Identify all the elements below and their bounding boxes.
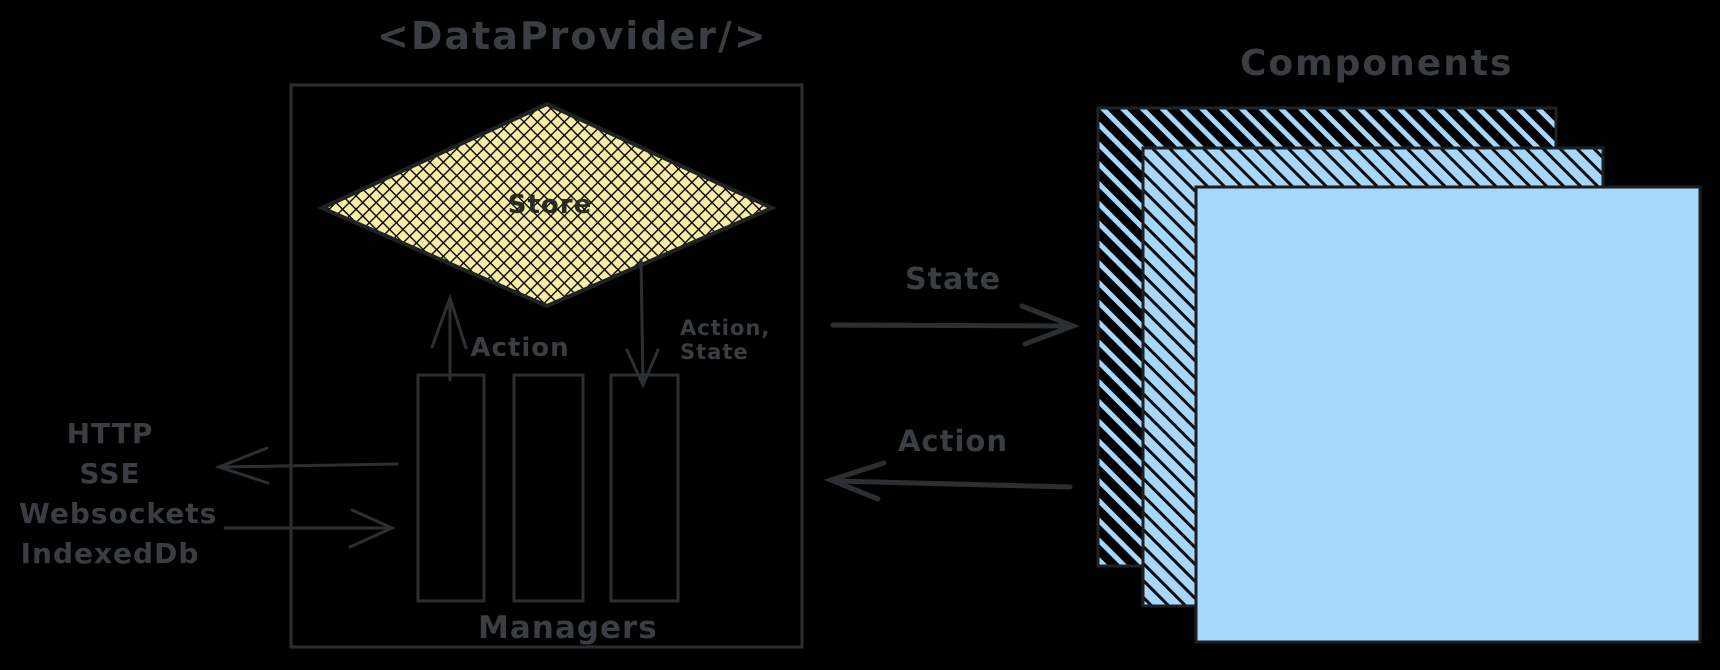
arrow-action-flow (823, 460, 1073, 502)
arrow-state-flow (830, 303, 1080, 347)
manager-rect-1 (416, 373, 486, 603)
arrow-from-sources (223, 508, 396, 549)
source-sse: SSE (79, 457, 141, 490)
action-up-label: Action (470, 333, 570, 363)
component-card-front (1194, 185, 1702, 644)
managers-label: Managers (478, 610, 658, 646)
source-http: HTTP (66, 417, 154, 450)
source-websockets: Websockets (19, 497, 218, 530)
store-label: Store (507, 190, 593, 220)
arrow-to-sources (214, 446, 399, 485)
arrow-action-state-down (625, 258, 660, 389)
action-state-line1: Action, (680, 316, 771, 340)
manager-rect-3 (609, 373, 680, 603)
action-flow-label: Action (897, 424, 1008, 458)
source-indexeddb: IndexedDb (20, 537, 200, 570)
store-diamond (317, 101, 777, 309)
components-title: Components (1240, 43, 1514, 84)
action-state-line2: State (680, 340, 749, 364)
arrow-action-up (430, 293, 468, 382)
dataprovider-box (289, 83, 804, 649)
manager-rect-2 (512, 373, 585, 603)
dataprovider-title: <DataProvider/> (377, 14, 768, 58)
action-state-label: Action,State (680, 316, 770, 364)
state-flow-label: State (905, 262, 1001, 297)
